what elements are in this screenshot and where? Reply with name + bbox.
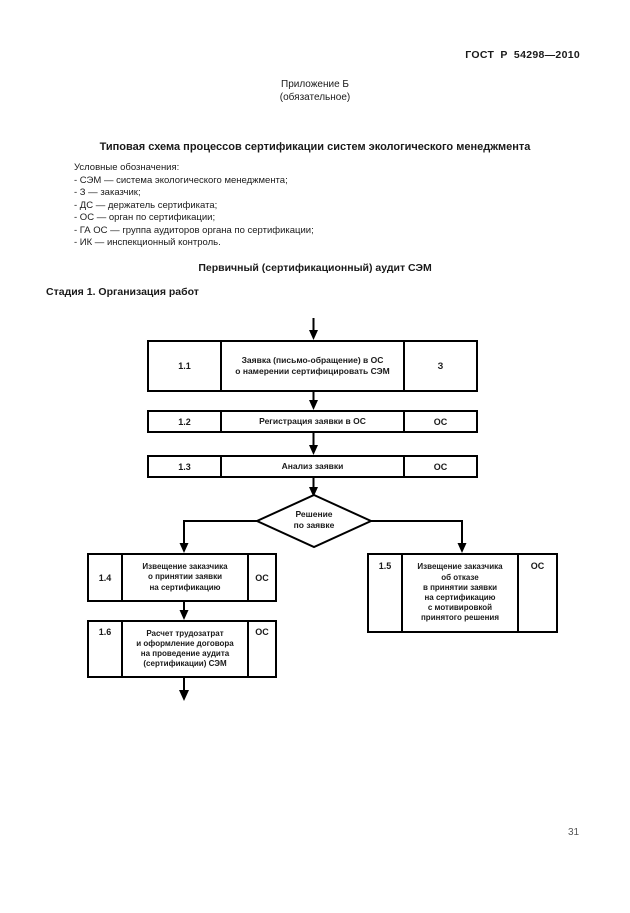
arrow-1-4-to-1-6 [179, 602, 189, 620]
standard-number: ГОСТ Р 54298—2010 [465, 49, 580, 61]
step-number: 1.1 [149, 342, 222, 390]
legend-item: - З — заказчик; [74, 187, 141, 198]
arrow-decision-to-1-4 [179, 520, 257, 553]
flow-step-1-5: 1.5 Извещение заказчика об отказе в прин… [367, 553, 558, 633]
step-number: 1.4 [89, 555, 123, 600]
step-actor: ОС [247, 555, 275, 600]
stage-section-title: Стадия 1. Организация работ [46, 286, 199, 298]
step-number: 1.3 [149, 457, 222, 476]
annex-heading: Приложение Б (обязательное) [0, 78, 630, 104]
legend-item: - ОС — орган по сертификации; [74, 212, 216, 223]
annex-subtitle: (обязательное) [279, 92, 351, 103]
arrow-1-1-to-1-2 [309, 392, 318, 410]
step-actor: ОС [403, 412, 476, 431]
step-actor: З [403, 342, 476, 390]
legend-item: - ГА ОС — группа аудиторов органа по сер… [74, 224, 314, 236]
step-actor: ОС [517, 555, 556, 631]
step-description: Расчет трудозатрат и оформление договора… [136, 628, 234, 669]
flow-step-1-1: 1.1 Заявка (письмо-обращение) в ОС о нам… [147, 340, 478, 392]
legend-item: - СЭМ — система экологического менеджмен… [74, 174, 288, 186]
legend-block: Условные обозначения: - СЭМ — система эк… [74, 162, 314, 250]
step-description: Извещение заказчика об отказе в принятии… [417, 562, 503, 623]
legend-item: - ИК — инспекционный контроль. [74, 237, 221, 248]
flow-step-1-3: 1.3 Анализ заявки ОС [147, 455, 478, 478]
decision-diamond [254, 493, 374, 549]
step-number: 1.5 [369, 555, 403, 631]
arrow-1-2-to-1-3 [309, 433, 318, 455]
legend-heading: Условные обозначения: [74, 162, 180, 173]
decision-label: Решение по заявке [293, 509, 335, 531]
legend-item: - ДС — держатель сертификата; [74, 199, 218, 211]
arrow-decision-to-1-5 [371, 520, 467, 553]
flow-step-1-6: 1.6 Расчет трудозатрат и оформление дого… [87, 620, 277, 678]
flow-step-1-4: 1.4 Извещение заказчика о принятии заявк… [87, 553, 277, 602]
step-description: Заявка (письмо-обращение) в ОС о намерен… [235, 355, 390, 376]
step-actor: ОС [247, 622, 275, 676]
step-description: Извещение заказчика о принятии заявки на… [142, 562, 228, 592]
step-number: 1.6 [89, 622, 123, 676]
scheme-title: Типовая схема процессов сертификации сис… [99, 141, 531, 153]
annex-title: Приложение Б [281, 79, 349, 90]
step-actor: ОС [403, 457, 476, 476]
step-description: Анализ заявки [281, 461, 344, 472]
arrow-into-step-1-1 [309, 318, 318, 340]
step-description: Регистрация заявки в ОС [259, 416, 366, 427]
arrow-1-3-to-decision [309, 478, 318, 497]
step-number: 1.2 [149, 412, 222, 431]
audit-section-title: Первичный (сертификационный) аудит СЭМ [198, 262, 432, 274]
page-number: 31 [568, 827, 580, 838]
flow-step-1-2: 1.2 Регистрация заявки в ОС ОС [147, 410, 478, 433]
arrow-out-of-1-6 [179, 678, 189, 701]
